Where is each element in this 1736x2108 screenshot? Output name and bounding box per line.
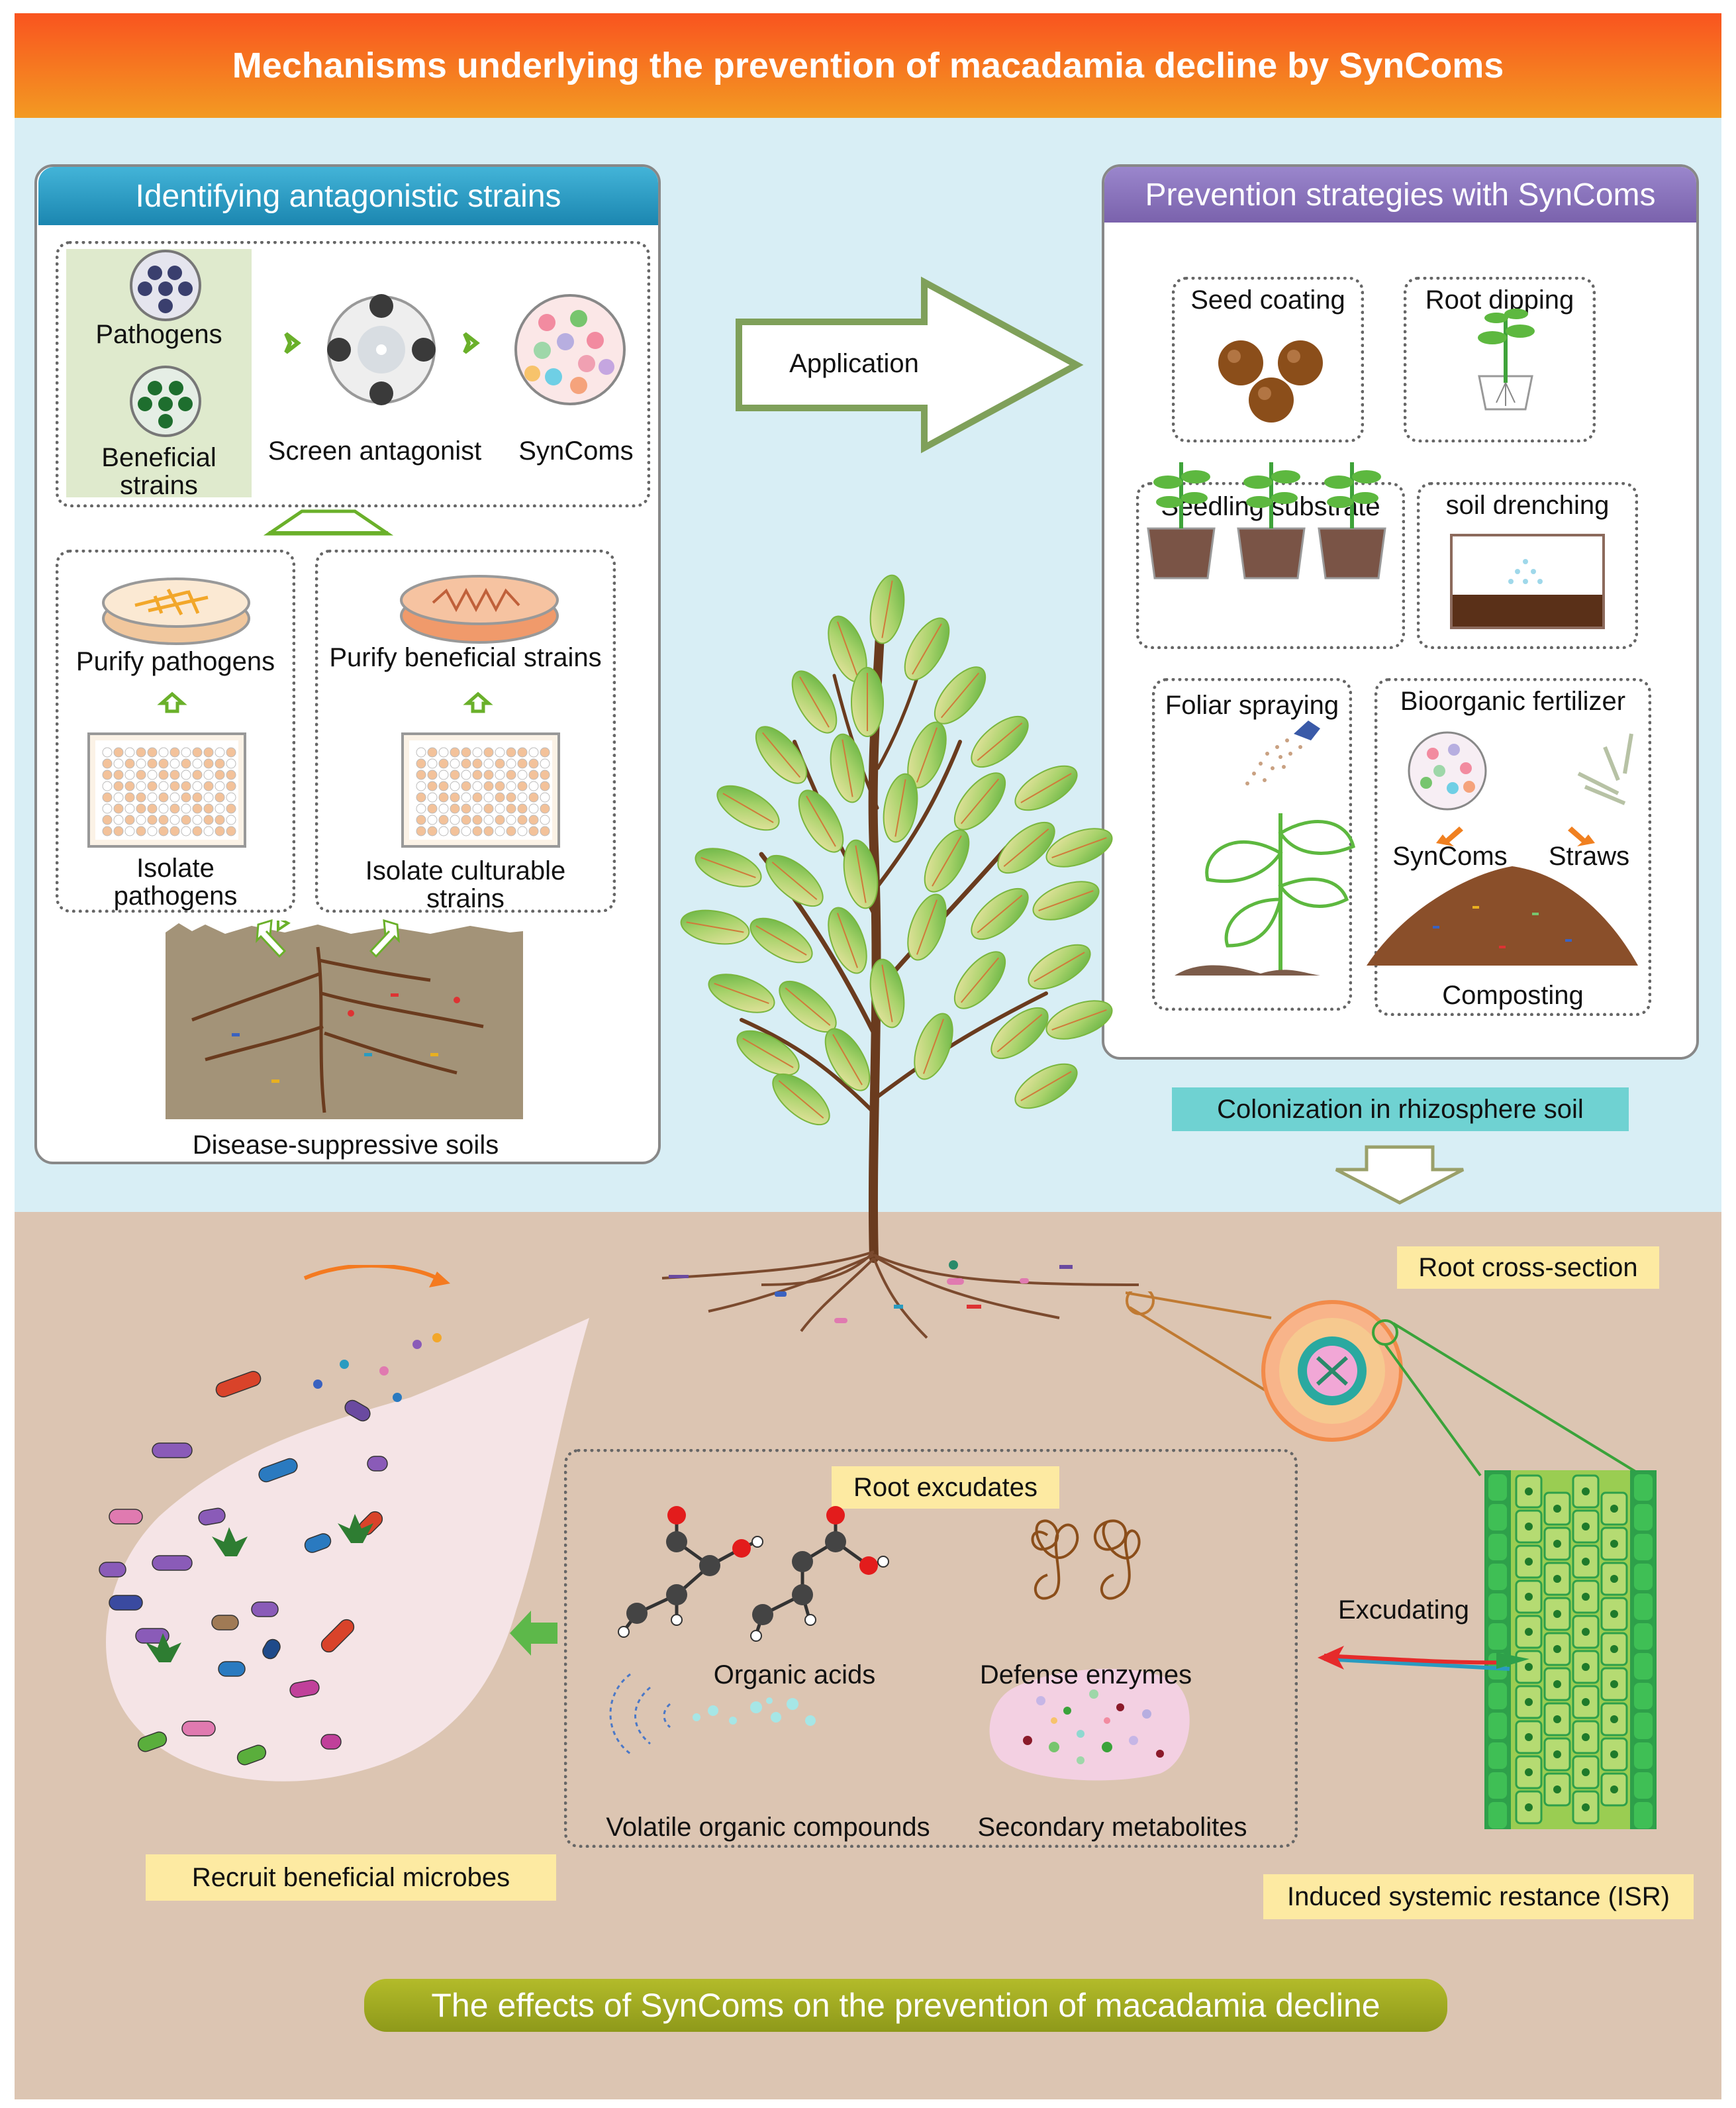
purification-icons	[87, 575, 560, 848]
petri-dish-beneficial-icon	[400, 575, 559, 644]
left-panel-header-text: Identifying antagonistic strains	[135, 178, 561, 214]
left-panel-header	[38, 167, 658, 225]
syncoms-dish-icon	[514, 294, 626, 405]
right-panel-header-text: Prevention strategies with SynComs	[1145, 177, 1656, 213]
straws-icon	[1577, 733, 1633, 805]
soil-drenching-box	[1417, 482, 1638, 649]
beneficial-dish-icon	[130, 366, 201, 437]
excudating-label: Excudating	[1338, 1595, 1469, 1625]
colonization-tag: Colonization in rhizosphere soil	[1172, 1087, 1629, 1131]
compost-pile-icon	[1367, 866, 1638, 966]
composting-label: Composting	[1442, 981, 1584, 1010]
root-dipping-box	[1404, 277, 1596, 442]
up-arrow-icon	[263, 509, 394, 536]
application-label: Application	[789, 349, 919, 378]
footer-text: The effects of SynComs on the prevention…	[431, 1987, 1380, 2024]
orange-arrows-icon	[1436, 827, 1595, 846]
root-cross-section-diagram	[1126, 1291, 1657, 1829]
strategy-icons	[1147, 309, 1638, 976]
defense-enzymes-icon	[1031, 1519, 1141, 1600]
pathogens-label: Pathogens	[95, 320, 222, 349]
tree-roots	[661, 1250, 1139, 1339]
isolate-culturable-label: Isolate culturable strains	[365, 856, 566, 913]
petri-dish-pathogens-icon	[102, 577, 250, 645]
screen-antagonist-label: Screen antagonist	[267, 436, 482, 466]
root-dipping-label: Root dipping	[1425, 285, 1574, 315]
organic-acids-label: Organic acids	[713, 1660, 876, 1689]
volatile-compounds-icon	[609, 1673, 671, 1755]
footer-bar	[364, 1979, 1447, 2032]
soil-drenching-label: soil drenching	[1445, 491, 1610, 520]
root-excudates-box	[564, 1449, 1298, 1848]
isr-tag: Induced systemic restance (ISR)	[1263, 1874, 1694, 1919]
isolate-pathogens-label: Isolate pathogens	[113, 854, 238, 911]
recruit-arrow-icon	[510, 1611, 557, 1656]
screening-box	[56, 241, 650, 507]
recruit-tag: Recruit beneficial microbes	[146, 1854, 556, 1901]
title: Mechanisms underlying the prevention of …	[232, 46, 1504, 85]
microbe-community	[99, 1265, 589, 1782]
seed-coating-label: Seed coating	[1190, 285, 1345, 315]
bioorganic-fertilizer-box	[1374, 678, 1651, 1016]
purify-pathogens-box	[56, 550, 295, 913]
purify-beneficial-label: Purify beneficial strains	[329, 643, 602, 672]
seeds-icon	[1218, 340, 1323, 423]
application-arrow-icon	[736, 276, 1084, 454]
secondary-metabolites-label: Secondary metabolites	[977, 1813, 1247, 1842]
title-bar	[15, 13, 1721, 118]
foliar-spraying-box	[1152, 678, 1352, 1011]
syncoms-label-left: SynComs	[518, 436, 634, 466]
soil-drenching-icon	[1450, 534, 1605, 629]
seed-coating-box	[1172, 277, 1364, 442]
syncoms-label-right: SynComs	[1392, 842, 1508, 871]
root-excudates-icons	[609, 1506, 1190, 1781]
defense-enzymes-label: Defense enzymes	[979, 1660, 1192, 1689]
soil-up-arrows-icon	[256, 919, 400, 958]
soil-label: Disease-suppressive soils	[192, 1130, 499, 1160]
bioorganic-fertilizer-label: Bioorganic fertilizer	[1400, 687, 1626, 716]
antagonist-dish-icon	[327, 294, 436, 405]
foliar-spray-plant-icon	[1175, 721, 1355, 976]
foliar-spraying-label: Foliar spraying	[1165, 691, 1339, 720]
macadamia-tree	[680, 574, 1113, 1263]
pathogen-dish-icon	[130, 250, 201, 321]
root-dipping-icon	[1478, 309, 1535, 411]
colonization-down-arrow-icon	[1335, 1145, 1465, 1205]
beneficial-strains-label: Beneficial strains	[101, 443, 217, 500]
screening-icons	[130, 250, 626, 437]
purify-beneficial-box	[315, 550, 616, 913]
fertilizer-syncoms-icon	[1408, 731, 1487, 811]
straws-label: Straws	[1548, 842, 1630, 871]
secondary-metabolites-icon	[989, 1668, 1190, 1781]
purify-pathogens-label: Purify pathogens	[75, 647, 275, 676]
root-cross-section-tag: Root cross-section	[1397, 1246, 1659, 1289]
root-excudates-tag: Root excudates	[832, 1466, 1059, 1509]
volatile-compounds-label: Volatile organic compounds	[606, 1813, 930, 1842]
seedling-trays-icon	[1147, 462, 1386, 579]
disease-suppressive-soil	[166, 921, 523, 1119]
right-panel-header	[1104, 167, 1696, 223]
